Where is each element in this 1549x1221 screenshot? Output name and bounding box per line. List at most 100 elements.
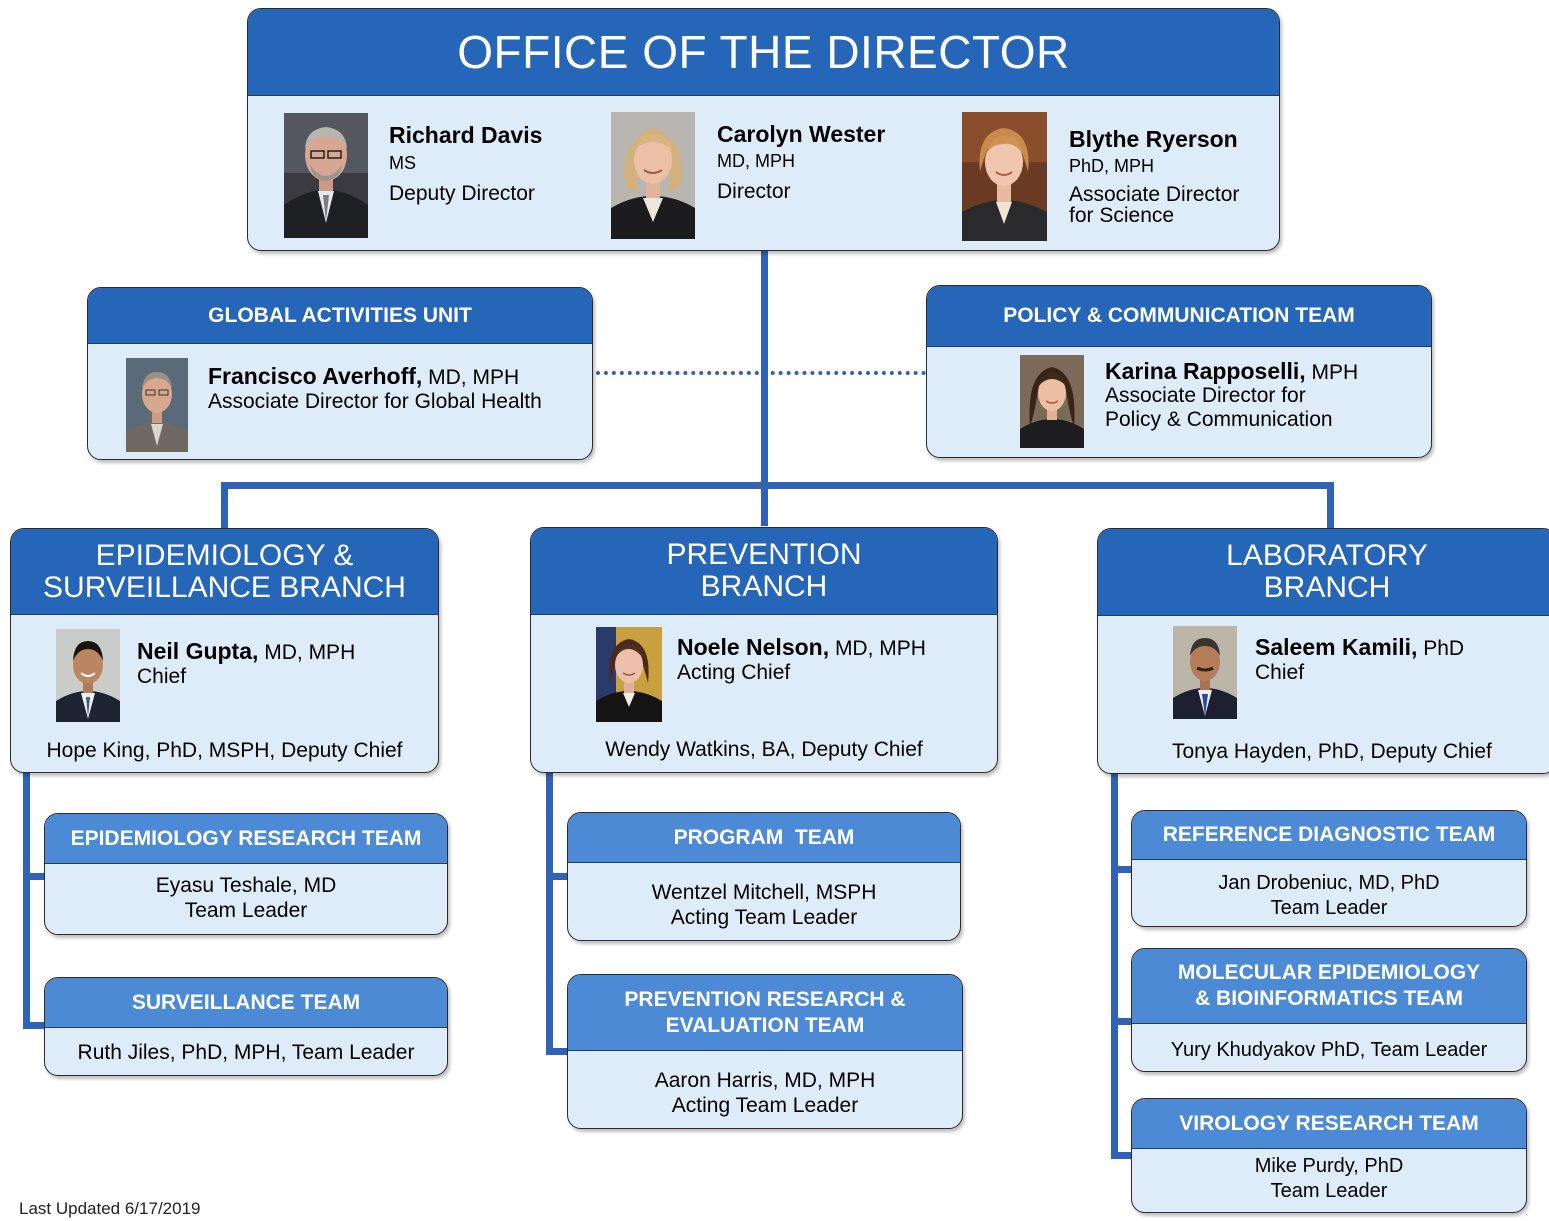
person-degree: MPH <box>1305 361 1359 384</box>
branch-chief: Neil Gupta, MD, MPH <box>137 639 355 665</box>
connector-director-vertical <box>761 250 768 526</box>
person-role-line2: for Science <box>1069 204 1175 227</box>
photo-noele-nelson <box>596 627 662 722</box>
team-leader-role: Team Leader <box>1270 1180 1388 1202</box>
team-title: EPIDEMIOLOGY RESEARCH TEAM <box>70 826 422 850</box>
laboratory-branch-box: LABORATORY BRANCH Saleem Kamili, PhD Chi… <box>1097 528 1549 774</box>
connector-epi-drop <box>221 482 228 530</box>
connector-lab-team3 <box>1111 1152 1133 1159</box>
branch-title-line2: SURVEILLANCE BRANCH <box>43 570 406 604</box>
global-unit-header: GLOBAL ACTIVITIES UNIT <box>88 288 592 344</box>
person-role-line1: Associate Director <box>1069 183 1240 206</box>
person-role: Acting Chief <box>677 661 791 684</box>
photo-saleem-kamili <box>1173 626 1237 719</box>
photo-carolyn-wester <box>611 112 695 239</box>
connector-lab-rail <box>1111 772 1118 1159</box>
team-title-line1: MOLECULAR EPIDEMIOLOGY <box>1177 961 1481 984</box>
person-degree: PhD <box>1417 637 1465 660</box>
connector-epi-team2 <box>23 1022 45 1029</box>
person-role: Associate Director for Global Health <box>208 390 542 413</box>
team-header: VIROLOGY RESEARCH TEAM <box>1132 1099 1526 1149</box>
office-header: OFFICE OF THE DIRECTOR <box>248 9 1279 96</box>
last-updated-footer: Last Updated 6/17/2019 <box>19 1199 201 1218</box>
person-name: Neil Gupta, <box>137 638 259 664</box>
person-name: Blythe Ryerson <box>1069 126 1238 152</box>
person-name: Richard Davis <box>389 122 543 148</box>
team-header: SURVEILLANCE TEAM <box>45 978 447 1028</box>
person-name: Francisco Averhoff, <box>208 363 423 389</box>
epi-surveillance-branch-box: EPIDEMIOLOGY & SURVEILLANCE BRANCH Neil … <box>10 528 439 773</box>
surveillance-team-box: SURVEILLANCE TEAM Ruth Jiles, PhD, MPH, … <box>44 977 448 1076</box>
connector-epi-team1 <box>23 873 45 880</box>
team-leader-name: Ruth Jiles, PhD, MPH, Team Leader <box>77 1041 415 1064</box>
connector-branches-horizontal <box>221 482 1334 489</box>
connector-dotted-units <box>596 371 926 375</box>
photo-richard-davis <box>284 113 368 238</box>
team-title: VIROLOGY RESEARCH TEAM <box>1179 1111 1479 1135</box>
team-header: REFERENCE DIAGNOSTIC TEAM <box>1132 811 1526 860</box>
team-title: PROGRAM TEAM <box>673 825 855 849</box>
branch-title-line1: LABORATORY <box>1226 539 1428 572</box>
team-title-line2: & BIOINFORMATICS TEAM <box>1195 987 1463 1010</box>
virology-research-team-box: VIROLOGY RESEARCH TEAM Mike Purdy, PhD T… <box>1131 1098 1527 1213</box>
policy-team-person: Karina Rapposelli, MPH <box>1105 359 1358 385</box>
deputy-chief: Wendy Watkins, BA, Deputy Chief <box>605 738 923 761</box>
connector-prev-rail <box>546 772 553 1055</box>
team-title-line2: EVALUATION TEAM <box>665 1013 865 1037</box>
prevention-research-evaluation-team-box: PREVENTION RESEARCH & EVALUATION TEAM Aa… <box>567 974 963 1129</box>
branch-chief: Saleem Kamili, PhD <box>1255 635 1464 661</box>
epidemiology-research-team-box: EPIDEMIOLOGY RESEARCH TEAM Eyasu Teshale… <box>44 813 448 935</box>
team-leader-role: Team Leader <box>184 899 308 922</box>
person-name: Karina Rapposelli, <box>1105 358 1306 384</box>
branch-header: EPIDEMIOLOGY & SURVEILLANCE BRANCH <box>11 529 438 615</box>
policy-team-header: POLICY & COMMUNICATION TEAM <box>927 286 1431 347</box>
team-leader-name: Yury Khudyakov PhD, Team Leader <box>1170 1039 1488 1061</box>
branch-title-line2: BRANCH <box>1263 571 1391 604</box>
team-leader-name: Eyasu Teshale, MD <box>155 874 337 897</box>
person-role-line2: Policy & Communication <box>1105 408 1333 431</box>
connector-epi-rail <box>23 772 30 1029</box>
photo-karina-rapposelli <box>1020 355 1084 448</box>
photo-blythe-ryerson <box>962 112 1047 241</box>
team-header: MOLECULAR EPIDEMIOLOGY & BIOINFORMATICS … <box>1132 949 1526 1024</box>
photo-neil-gupta <box>56 629 120 722</box>
team-leader-name: Mike Purdy, PhD <box>1254 1155 1404 1177</box>
team-leader-role: Acting Team Leader <box>670 906 858 929</box>
global-unit-title: GLOBAL ACTIVITIES UNIT <box>208 303 472 327</box>
branch-title-line2: BRANCH <box>700 570 828 603</box>
policy-team-title: POLICY & COMMUNICATION TEAM <box>1003 304 1355 327</box>
program-team-box: PROGRAM TEAM Wentzel Mitchell, MSPH Acti… <box>567 812 961 941</box>
team-header: EPIDEMIOLOGY RESEARCH TEAM <box>45 814 447 864</box>
person-role: Director <box>717 180 791 203</box>
team-title: SURVEILLANCE TEAM <box>131 990 361 1014</box>
team-header: PROGRAM TEAM <box>568 813 960 863</box>
person-role: Deputy Director <box>389 182 535 205</box>
branch-title-line1: PREVENTION <box>666 538 862 571</box>
person-role: Chief <box>1255 661 1305 684</box>
person-degree: MD, MPH <box>717 151 795 171</box>
person-name: Saleem Kamili, <box>1255 634 1418 660</box>
person-name: Carolyn Wester <box>717 121 886 147</box>
office-of-director-box: OFFICE OF THE DIRECTOR Richard Davis MS … <box>247 8 1280 251</box>
person-role: Chief <box>137 665 187 688</box>
branch-title-line1: EPIDEMIOLOGY & <box>95 538 354 572</box>
connector-prev-team2 <box>546 1048 568 1055</box>
team-leader-role: Team Leader <box>1270 897 1388 919</box>
person-degree: MS <box>389 153 416 173</box>
team-title-line1: PREVENTION RESEARCH & <box>624 987 906 1011</box>
person-degree: MD, MPH <box>422 366 520 389</box>
prevention-branch-box: PREVENTION BRANCH Noele Nelson, MD, MPH … <box>530 527 998 773</box>
team-leader-name: Aaron Harris, MD, MPH <box>654 1069 876 1092</box>
photo-francisco-averhoff <box>126 358 188 452</box>
connector-prev-team1 <box>546 873 568 880</box>
connector-lab-team2 <box>1111 1018 1133 1025</box>
person-degree: MD, MPH <box>829 637 926 660</box>
branch-header: LABORATORY BRANCH <box>1098 529 1549 616</box>
team-header: PREVENTION RESEARCH & EVALUATION TEAM <box>568 975 962 1051</box>
molecular-epi-bioinformatics-team-box: MOLECULAR EPIDEMIOLOGY & BIOINFORMATICS … <box>1131 948 1527 1072</box>
team-leader-role: Acting Team Leader <box>671 1094 859 1117</box>
branch-header: PREVENTION BRANCH <box>531 528 997 615</box>
global-activities-unit-box: GLOBAL ACTIVITIES UNIT Francisco Averhof… <box>87 287 593 460</box>
connector-lab-team1 <box>1111 866 1133 873</box>
reference-diagnostic-team-box: REFERENCE DIAGNOSTIC TEAM Jan Drobeniuc,… <box>1131 810 1527 927</box>
